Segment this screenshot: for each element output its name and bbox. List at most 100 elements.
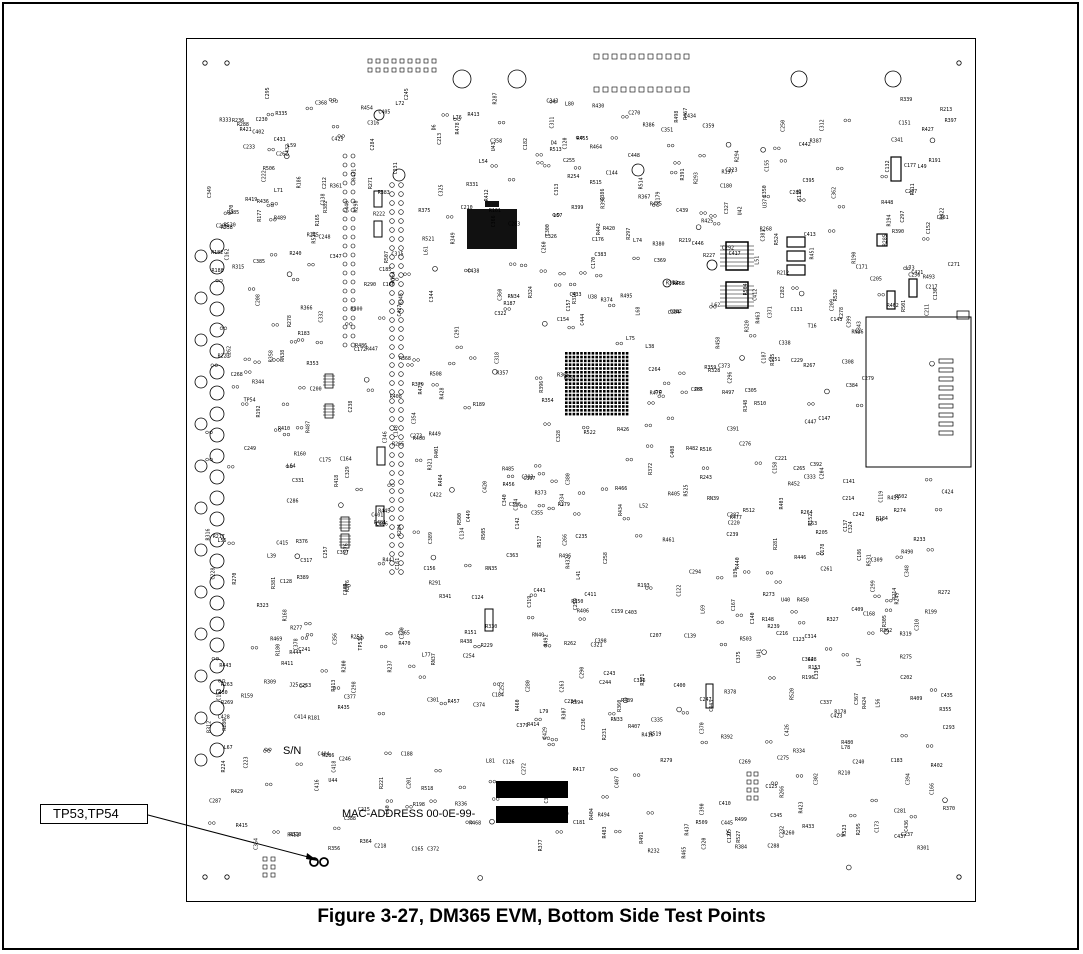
ref-designator-r456: R456: [503, 482, 515, 488]
pad: [549, 100, 553, 104]
ref-designator-r348: R348: [743, 400, 749, 412]
ref-designator-c323: C323: [725, 168, 737, 174]
ref-designator-r301: R301: [917, 846, 929, 852]
pad: [506, 474, 511, 479]
pad: [700, 740, 704, 745]
ref-designator-c296: C296: [727, 372, 733, 384]
pad: [645, 444, 650, 448]
pad: [647, 401, 651, 405]
ref-designator-r398: R398: [601, 197, 607, 209]
header-pin: [398, 515, 404, 521]
ref-designator-r527: R527: [736, 831, 742, 843]
bga-ball: [587, 359, 591, 363]
bga-ball: [614, 371, 617, 374]
ref-designator-r445: R445: [378, 508, 390, 514]
round-component: [507, 69, 527, 89]
ref-designator-c375: C375: [736, 651, 742, 663]
bga-ball: [618, 386, 621, 389]
header-pin: [398, 524, 404, 530]
ref-designator-r236: R236: [232, 118, 244, 124]
bga-ball: [587, 390, 591, 393]
pad: [719, 642, 724, 647]
pad: [434, 769, 438, 773]
bga-ball: [584, 382, 587, 385]
pad: [836, 833, 840, 837]
header-pad: [753, 795, 759, 801]
bga-ball: [565, 367, 568, 370]
ref-designator-r188: R188: [212, 268, 224, 274]
bga-ball: [595, 382, 598, 385]
ref-designator-l70: L70: [229, 205, 235, 214]
pad: [828, 229, 832, 233]
ref-designator-l79: L79: [539, 709, 548, 715]
pad: [336, 686, 341, 690]
pad: [273, 218, 277, 222]
header-pad: [746, 779, 752, 785]
header-pin: [342, 207, 348, 213]
ref-designator-c268: C268: [231, 372, 243, 378]
pad: [538, 717, 542, 722]
pad: [625, 115, 629, 119]
pad: [600, 487, 605, 491]
sd-socket-tab: [956, 310, 970, 320]
ref-designator-c340: C340: [502, 494, 508, 506]
test-point: [542, 321, 548, 327]
bga-ball: [622, 382, 625, 385]
pad: [562, 272, 566, 276]
bga-ball: [568, 386, 572, 389]
header-pin: [398, 560, 404, 566]
ref-designator-r502: R502: [895, 494, 907, 500]
ref-designator-l55: L55: [218, 538, 227, 544]
bga-ball: [625, 367, 629, 370]
header-pad: [656, 53, 663, 60]
ref-designator-c440: C440: [345, 201, 351, 213]
bga-ball: [584, 359, 587, 363]
ref-designator-c246: C246: [339, 756, 351, 762]
ref-designator-c211: C211: [925, 304, 931, 316]
ref-designator-tp53: TP53: [358, 639, 364, 651]
pad: [492, 682, 497, 686]
ref-designator-r238: R238: [221, 225, 233, 231]
ref-designator-r523: R523: [842, 824, 848, 836]
bga-ball: [625, 386, 629, 389]
pad: [884, 608, 889, 612]
pad: [209, 430, 213, 435]
ref-designator-c335: C335: [651, 717, 663, 723]
bga-ball: [603, 359, 606, 363]
header-pin: [350, 198, 356, 204]
pad: [666, 143, 671, 148]
pad: [269, 218, 273, 222]
ref-designator-r160: R160: [294, 452, 306, 458]
ref-designator-c347: C347: [330, 254, 342, 260]
ref-designator-c410: C410: [719, 801, 731, 807]
header-pad: [602, 86, 609, 93]
ref-designator-c265: C265: [793, 466, 805, 472]
ref-designator-r183: R183: [298, 331, 310, 337]
test-point: [676, 706, 682, 713]
pad: [211, 657, 215, 661]
pad: [735, 613, 739, 617]
pad: [271, 147, 275, 152]
pad: [547, 742, 551, 747]
ref-designator-c249: C249: [244, 446, 256, 452]
pad: [674, 170, 678, 175]
bga-ball: [614, 405, 617, 408]
ref-designator-c305: C305: [745, 388, 757, 394]
header-pad: [375, 58, 381, 64]
header-pin: [398, 335, 404, 341]
ref-designator-c330: C330: [400, 627, 406, 639]
pad: [769, 740, 773, 744]
ref-designator-r422: R422: [939, 208, 945, 220]
ref-designator-r437: R437: [684, 824, 690, 836]
header-pin: [398, 497, 404, 503]
bga-ball: [622, 390, 625, 393]
ref-designator-c206: C206: [216, 223, 228, 229]
bga-ball: [599, 386, 602, 389]
ref-designator-r161: R161: [489, 208, 501, 214]
bga-ball: [576, 390, 579, 393]
pad: [885, 599, 889, 603]
pad: [266, 203, 270, 208]
ref-designator-r221: R221: [379, 777, 385, 789]
pad: [245, 402, 249, 406]
connector-hole: [209, 406, 225, 422]
